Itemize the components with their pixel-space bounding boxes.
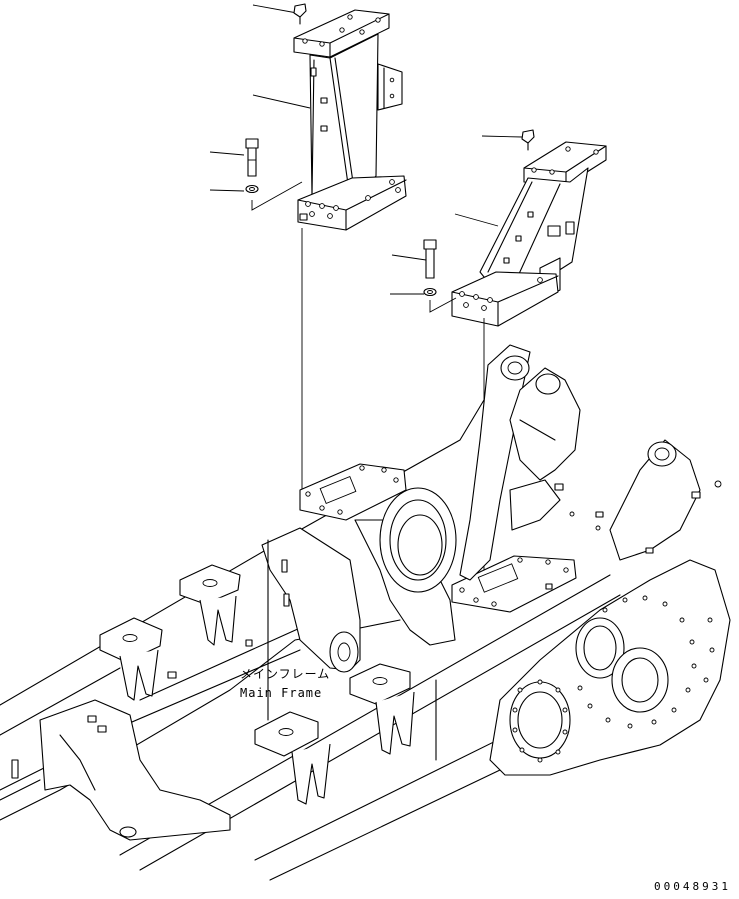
frame-bracket-1 — [179, 564, 241, 646]
left-stand-assembly — [293, 9, 407, 231]
drawing-number: 00048931 — [654, 880, 731, 893]
leader-lines — [209, 4, 523, 295]
main-frame-label-en: Main Frame — [240, 686, 323, 700]
frame-bracket-3 — [254, 711, 331, 805]
main-frame — [0, 344, 731, 881]
left-top-bolt-icon — [293, 3, 307, 25]
bolt-circle-holes — [512, 595, 715, 763]
left-assembly-guide — [251, 181, 303, 500]
right-washer-icon — [423, 287, 437, 297]
right-mounting-bolt-icon — [423, 239, 437, 279]
main-frame-label-jp: メインフレーム — [240, 667, 331, 681]
left-mounting-bolt-icon — [245, 138, 259, 177]
left-washer-icon — [245, 184, 259, 194]
right-stand-assembly — [451, 141, 607, 327]
frame-bracket-4 — [349, 663, 415, 755]
frame-bracket-2 — [99, 617, 163, 701]
right-top-bolt-icon — [521, 129, 535, 151]
